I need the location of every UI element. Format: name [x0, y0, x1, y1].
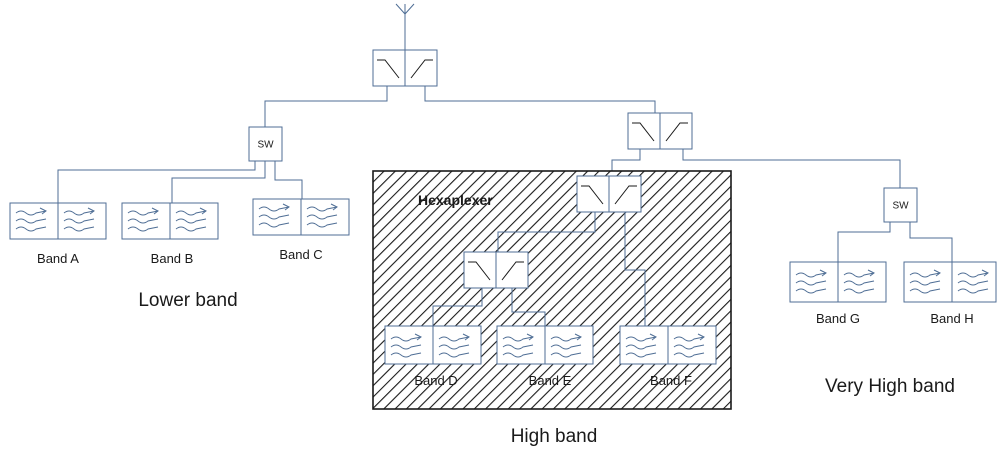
filter-band-c	[252, 198, 350, 236]
switch-left: SW	[248, 126, 283, 162]
band-label-b: Band B	[151, 251, 194, 266]
filter-band-f	[619, 325, 717, 365]
switch-right: SW	[883, 187, 918, 223]
group-label-high: High band	[511, 426, 598, 447]
band-label-e: Band E	[529, 373, 572, 388]
diplexer-icon	[463, 251, 529, 289]
diplexer-icon	[576, 175, 642, 213]
group-label-very-high: Very High band	[825, 376, 955, 397]
group-label-lower: Lower band	[138, 290, 237, 311]
filter-band-b	[121, 202, 219, 240]
connection-lines	[57, 18, 953, 262]
band-label-a: Band A	[37, 251, 79, 266]
filter-band-e	[496, 325, 594, 365]
switch-label: SW	[257, 140, 274, 151]
hexaplexer-wiring	[432, 212, 646, 326]
filter-band-g	[789, 261, 887, 303]
band-label-g: Band G	[816, 311, 860, 326]
band-label-d: Band D	[414, 373, 457, 388]
filter-band-a	[9, 202, 107, 240]
band-label-c: Band C	[279, 247, 322, 262]
filter-band-d	[384, 325, 482, 365]
filter-band-h	[903, 261, 997, 303]
band-label-h: Band H	[930, 311, 973, 326]
hexaplexer-block	[372, 170, 732, 410]
diplexer-icon	[372, 49, 438, 87]
hexaplexer-label: Hexaplexer	[418, 192, 493, 208]
antenna-icon	[395, 3, 415, 20]
switch-label: SW	[892, 201, 909, 212]
diplexer-icon	[627, 112, 693, 150]
band-label-f: Band F	[650, 373, 692, 388]
